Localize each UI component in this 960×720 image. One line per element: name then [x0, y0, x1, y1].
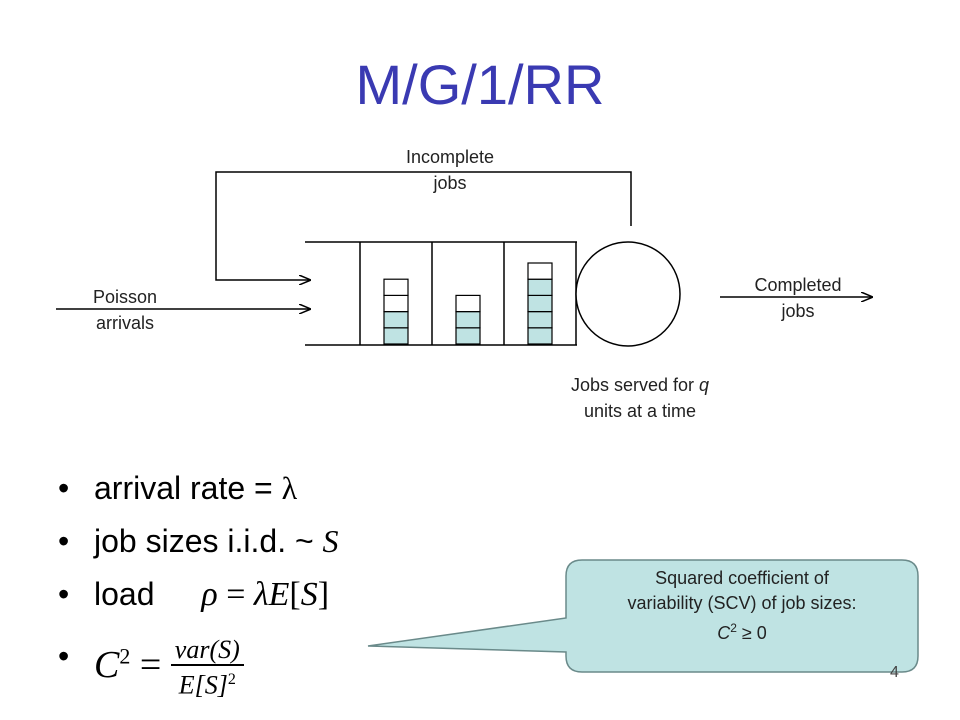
bullet-job-sizes: job sizes i.i.d. ~ S: [58, 515, 339, 568]
load-text: load: [94, 576, 155, 612]
lambda-symbol: λ: [281, 470, 298, 506]
c-exponent: 2: [119, 643, 131, 668]
scv-formula: C2 = var(S)E[S]2: [94, 636, 244, 699]
feedback-label-line1: Incomplete: [405, 147, 495, 167]
server-label-prefix: Jobs served for: [570, 375, 700, 395]
equals-sign: =: [130, 643, 171, 686]
completed-label: Completed jobs: [718, 272, 878, 324]
slide-title: M/G/1/RR: [355, 53, 605, 116]
arrivals-label-line2: arrivals: [95, 313, 154, 333]
server-label: Jobs served for q units at a time: [520, 372, 760, 424]
arrival-rate-text: arrival rate =: [94, 470, 282, 506]
feedback-label-line2: jobs: [433, 173, 467, 193]
bracket-close: ]: [317, 576, 330, 613]
rho-symbol: ρ: [201, 576, 218, 613]
bracket-open: [: [289, 576, 301, 613]
denominator-text: E[S]: [178, 670, 228, 700]
job-block: [383, 278, 409, 297]
server-label-line2: units at a time: [583, 401, 697, 421]
server-label-line1: Jobs served for q: [520, 372, 760, 398]
lambda-e-term: λE: [253, 576, 290, 613]
s-variable: S: [300, 576, 318, 613]
denominator-exponent: 2: [227, 671, 236, 689]
equals-sign: =: [217, 576, 254, 613]
callout-line3: C2 ≥ 0: [572, 616, 912, 646]
scv-fraction: var(S)E[S]2: [170, 636, 244, 700]
arrivals-label: Poisson arrivals: [50, 284, 200, 336]
page-number: 4: [890, 664, 899, 681]
c-symbol: C: [94, 643, 120, 686]
fraction-denominator: E[S]2: [171, 666, 244, 700]
server-circle: [575, 241, 681, 347]
load-formula: ρ = λE[S]: [201, 576, 329, 613]
feedback-label: Incomplete jobs: [370, 144, 530, 196]
feedback-loop-line: [215, 171, 632, 280]
bullet-list: arrival rate = λ job sizes i.i.d. ~ S lo…: [58, 462, 339, 699]
job-block: [527, 262, 553, 280]
job-sizes-text: job sizes i.i.d. ~: [94, 523, 323, 559]
callout-shape: [367, 559, 919, 673]
callout-line1: Squared coefficient of: [655, 568, 829, 588]
callout-c-exponent: 2: [730, 621, 737, 635]
arrivals-label-line1: Poisson: [92, 287, 158, 307]
callout-c-symbol: C: [717, 623, 731, 643]
quantum-variable: q: [699, 375, 710, 395]
callout-text: Squared coefficient of variability (SCV)…: [572, 566, 912, 646]
completed-label-line1: Completed: [754, 275, 842, 295]
bullet-arrival-rate: arrival rate = λ: [58, 462, 339, 515]
fraction-numerator: var(S): [170, 636, 244, 667]
job-block: [455, 294, 481, 313]
bullet-scv: C2 = var(S)E[S]2: [58, 621, 339, 699]
bullet-load: load ρ = λE[S]: [58, 568, 339, 621]
job-size-symbol: S: [322, 523, 339, 559]
job-stacks: [383, 262, 553, 345]
callout-line2: variability (SCV) of job sizes:: [627, 593, 857, 613]
completed-label-line2: jobs: [781, 301, 815, 321]
callout-relation: ≥ 0: [736, 623, 767, 643]
